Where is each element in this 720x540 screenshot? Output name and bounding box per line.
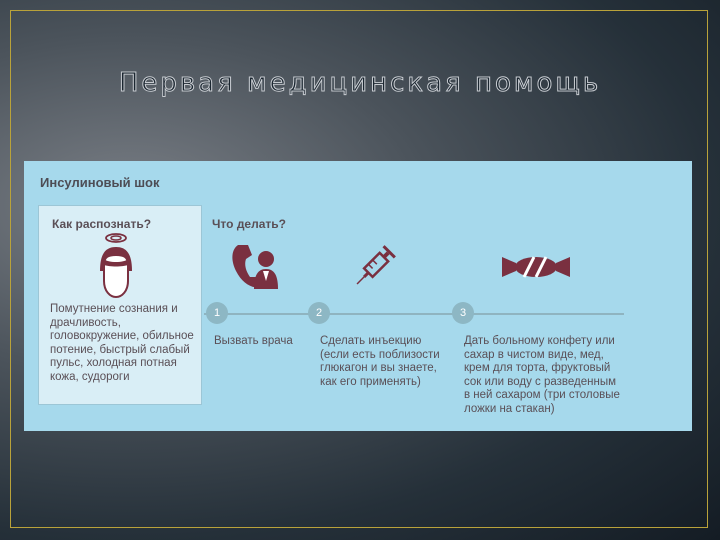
step-3-text: Дать больному конфету или сахар в чистом… <box>464 335 620 415</box>
step-1-number: 1 <box>206 302 228 324</box>
step-2-text: Сделать инъекцию (если есть поблизости г… <box>320 335 440 388</box>
panel-title: Инсулиновый шок <box>40 175 160 190</box>
slide-title: Первая медицинская помощь <box>118 68 602 99</box>
dizzy-head-icon <box>100 233 132 299</box>
step-2-number: 2 <box>308 302 330 324</box>
recognize-box <box>38 205 202 405</box>
step-3-number: 3 <box>452 302 474 324</box>
recognize-heading: Как распознать? <box>52 217 152 231</box>
candy-icon <box>502 256 570 278</box>
syringe-icon <box>356 245 396 285</box>
what-to-do-heading: Что делать? <box>212 217 286 231</box>
symptoms-text: Помутнение сознания и драчливость, голов… <box>50 303 194 383</box>
slide-frame <box>10 10 708 528</box>
steps-timeline <box>204 313 624 315</box>
phone-doctor-icon <box>232 245 278 289</box>
insulin-shock-infographic: Инсулиновый шок Как распознать? Помутнен… <box>24 161 692 431</box>
step-1-text: Вызвать врача <box>214 335 293 347</box>
